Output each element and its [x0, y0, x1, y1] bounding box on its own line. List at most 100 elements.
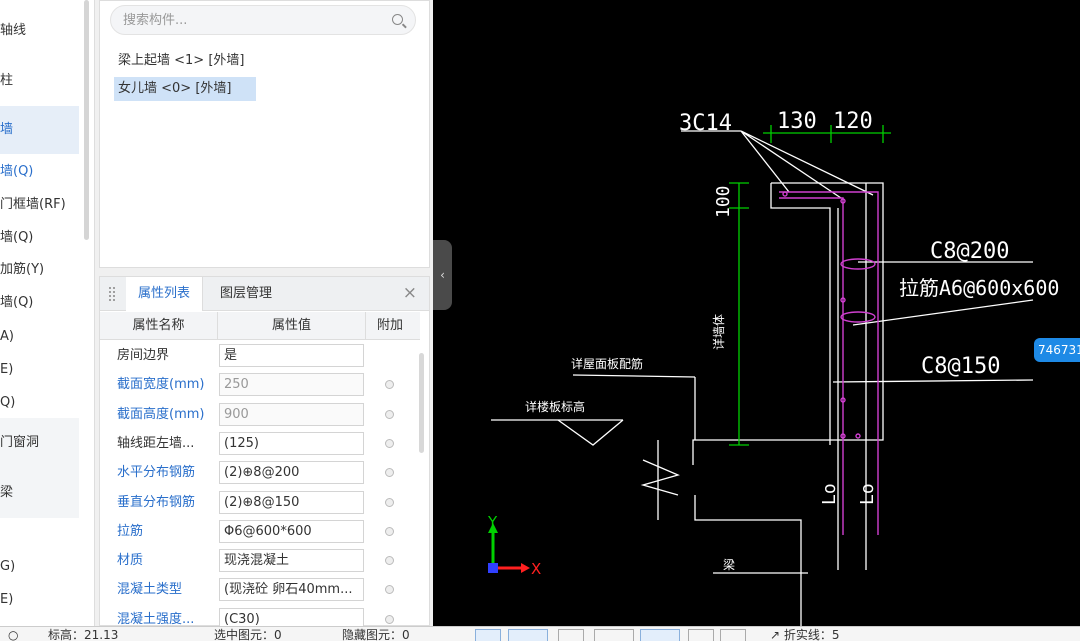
roof-note-label: 详屋面板配筋	[571, 356, 643, 371]
property-name: 水平分布钢筋	[117, 465, 196, 481]
property-value-field[interactable]: 现浇混凝土	[219, 549, 364, 573]
rebar-leader-fan	[740, 130, 874, 199]
rebar-dot	[840, 297, 846, 303]
nav-item-door-window-group[interactable]: 门窗洞	[0, 418, 79, 468]
nav-item-g[interactable]: G)	[0, 559, 16, 574]
status-indicator: ○	[8, 628, 19, 641]
property-value-field[interactable]: (2)⊕8@150	[219, 490, 364, 514]
extra-checkbox[interactable]	[385, 468, 394, 478]
property-row[interactable]: 截面高度(mm) 900	[100, 400, 420, 429]
search-icon[interactable]	[392, 14, 403, 25]
property-row[interactable]: 垂直分布钢筋(2)⊕8@150	[100, 488, 420, 517]
snap-line-button[interactable]	[720, 629, 746, 641]
dim-120-label: 120	[833, 109, 873, 134]
nav-item-column[interactable]: 柱	[0, 73, 14, 88]
extra-checkbox[interactable]	[385, 438, 394, 448]
extra-checkbox[interactable]	[385, 556, 394, 566]
property-value-field[interactable]: 900	[219, 402, 364, 426]
drag-handle-icon[interactable]	[108, 286, 116, 302]
status-polyline: ↗ 折实线：5	[770, 628, 840, 641]
nav-item-wall-group[interactable]: 墙	[0, 106, 79, 154]
column-header-extra: 附加	[376, 318, 403, 333]
property-value-field[interactable]: (2)⊕8@200	[219, 461, 364, 485]
property-name: 混凝土强度...	[117, 611, 195, 627]
dim-100-label: 100	[713, 185, 734, 218]
extra-checkbox[interactable]	[385, 585, 394, 595]
dim-130-label: 130	[777, 109, 817, 134]
extra-checkbox[interactable]	[385, 380, 394, 390]
horiz-rebar-label: C8@200	[930, 239, 1009, 264]
component-search-input[interactable]	[123, 10, 373, 30]
snap-plus-button[interactable]	[640, 629, 680, 641]
extra-checkbox[interactable]	[385, 526, 394, 536]
snap-ortho-button[interactable]	[475, 629, 501, 641]
property-name: 混凝土类型	[117, 582, 183, 598]
element-id-badge[interactable]: 746731	[1034, 338, 1080, 362]
panel-collapse-handle[interactable]: ‹	[433, 240, 452, 310]
nav-scrollbar[interactable]	[84, 0, 89, 240]
property-panel: 属性列表 图层管理 × 属性名称 属性值 附加 房间边界是截面宽度(mm)250…	[99, 276, 430, 631]
property-value-field[interactable]: Φ6@600*600	[219, 519, 364, 543]
nav-item-wall[interactable]: 墙(Q)	[0, 164, 34, 179]
status-elevation: 标高：21.13	[48, 628, 119, 641]
cad-canvas[interactable]: 3C14 130 120 C8@200 拉筋A6@600x600 C8@150 …	[433, 0, 1080, 626]
property-value-field[interactable]: 是	[219, 344, 364, 367]
property-value-field[interactable]: (现浇砼 卵石40mm...	[219, 578, 364, 602]
property-value-field[interactable]: 250	[219, 373, 364, 397]
property-row[interactable]: 混凝土类型 (现浇砼 卵石40mm...	[100, 575, 420, 604]
component-item[interactable]: 梁上起墙 <1> [外墙]	[118, 53, 245, 68]
property-row[interactable]: 轴线距左墙...(125)	[100, 429, 420, 458]
property-value-field[interactable]: (125)	[219, 431, 364, 455]
property-row[interactable]: 水平分布钢筋 (2)⊕8@200	[100, 458, 420, 487]
vert-note-label: 详墙体	[711, 314, 726, 350]
property-name: 拉筋	[117, 523, 144, 539]
beam-note-label: 梁	[723, 557, 735, 572]
close-icon[interactable]: ×	[402, 283, 417, 303]
property-scrollbar[interactable]	[419, 353, 424, 453]
nav-item-axis[interactable]: 轴线	[0, 23, 27, 38]
column-header-name: 属性名称	[100, 312, 218, 340]
nav-item-wall-2[interactable]: 墙(Q)	[0, 230, 34, 245]
snap-box-button[interactable]	[508, 629, 548, 641]
property-name: 截面高度(mm)	[117, 406, 205, 422]
top-dimension-ticks	[770, 125, 884, 143]
nav-item-door-frame-wall[interactable]: 门框墙(RF)	[0, 197, 66, 212]
nav-item-e-2[interactable]: E)	[0, 592, 14, 607]
lo-right-label: Lo	[857, 483, 878, 505]
property-row[interactable]: 拉筋 Φ6@600*600	[100, 517, 420, 546]
nav-item-a[interactable]: A)	[0, 329, 14, 344]
roof-note-leader	[572, 374, 696, 378]
snap-angle-button[interactable]	[594, 629, 634, 641]
nav-item-wall-3[interactable]: 墙(Q)	[0, 295, 34, 310]
tab-property-list[interactable]: 属性列表	[126, 277, 204, 311]
component-item-selected[interactable]: 女儿墙 <0> [外墙]	[114, 77, 256, 101]
component-search	[110, 5, 416, 35]
property-row[interactable]: 房间边界是	[100, 341, 420, 370]
property-row[interactable]: 截面宽度(mm)250	[100, 370, 420, 399]
nav-item-e[interactable]: E)	[0, 362, 14, 377]
snap-save-button[interactable]	[688, 629, 714, 641]
status-selected-count: 选中图元：0	[214, 628, 282, 641]
extra-checkbox[interactable]	[385, 409, 394, 419]
snap-cross-button[interactable]	[558, 629, 584, 641]
column-header-value: 属性值	[218, 312, 366, 340]
vert-rebar-leader	[832, 379, 1034, 383]
nav-item-q[interactable]: Q)	[0, 395, 16, 410]
y-axis-label: Y	[487, 513, 498, 531]
rebar-dot	[840, 397, 846, 403]
property-table-header: 属性名称 属性值 附加	[100, 312, 420, 340]
parapet-inner-outline	[770, 183, 831, 445]
component-list-panel: 梁上起墙 <1> [外墙] 女儿墙 <0> [外墙]	[99, 0, 430, 268]
horiz-rebar-ellipse-2	[840, 311, 876, 323]
nav-item-reinforce[interactable]: 加筋(Y)	[0, 262, 45, 277]
extra-checkbox[interactable]	[385, 497, 394, 507]
horiz-rebar-ellipse-1	[840, 258, 876, 270]
nav-item-beam-group[interactable]: 梁	[0, 468, 79, 518]
rebar-dot	[782, 191, 788, 197]
tab-layer-management[interactable]: 图层管理	[220, 286, 273, 301]
property-row[interactable]: 材质现浇混凝土	[100, 546, 420, 575]
rebar-dot	[840, 433, 846, 439]
extra-checkbox[interactable]	[385, 614, 394, 624]
level-marker	[557, 419, 624, 446]
